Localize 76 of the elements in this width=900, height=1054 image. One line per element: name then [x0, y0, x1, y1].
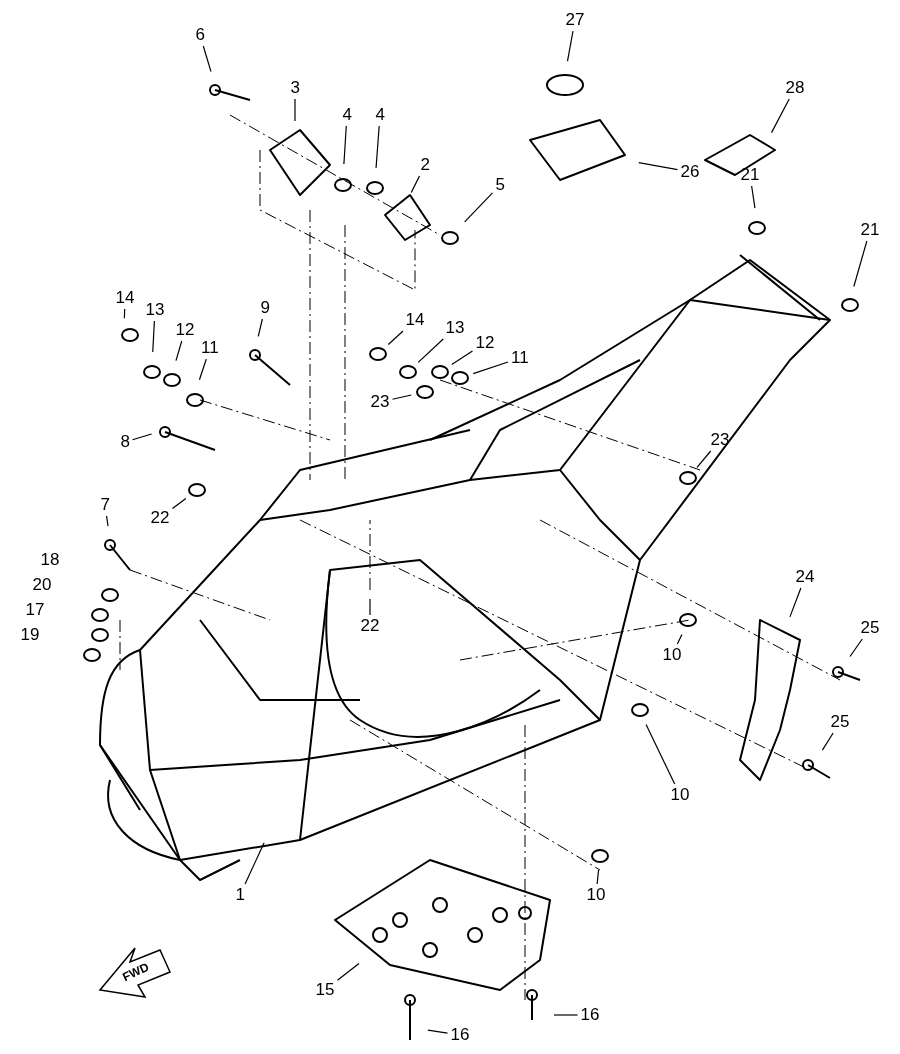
leader-line: [596, 869, 600, 885]
leader-line: [472, 361, 509, 375]
direction-label: FWD: [119, 958, 152, 987]
callout-number: 18: [38, 550, 62, 570]
leader-line: [244, 842, 265, 885]
leader-line: [375, 125, 380, 169]
leader-line: [553, 1014, 579, 1016]
callout-number: 22: [358, 616, 382, 636]
callout-number: 16: [448, 1025, 472, 1045]
leader-line: [294, 98, 296, 122]
callout-number: 4: [340, 105, 354, 125]
callout-number: 21: [858, 220, 882, 240]
callout-number: 12: [473, 333, 497, 353]
callout-number: 3: [288, 78, 302, 98]
callout-number: 19: [18, 625, 42, 645]
callout-number: 15: [313, 980, 337, 1000]
callout-number: 10: [584, 885, 608, 905]
callout-number: 28: [783, 78, 807, 98]
callout-number: 9: [258, 298, 272, 318]
leader-line: [696, 450, 712, 468]
callout-number: 10: [660, 645, 684, 665]
leader-line: [789, 587, 802, 618]
leader-line: [770, 98, 790, 134]
leader-line: [566, 30, 574, 62]
leader-line: [131, 433, 153, 441]
leader-line: [451, 350, 474, 366]
leader-line: [645, 724, 676, 785]
callout-number: 7: [98, 495, 112, 515]
callout-number: 24: [793, 567, 817, 587]
callout-number: 13: [143, 300, 167, 320]
leader-line: [849, 638, 863, 658]
leader-line: [417, 338, 444, 364]
callout-number: 12: [173, 320, 197, 340]
leader-line: [343, 125, 347, 165]
callout-number: 2: [418, 155, 432, 175]
callout-number: 1: [233, 885, 247, 905]
callout-number: 22: [148, 508, 172, 528]
leader-line: [410, 175, 421, 194]
leader-line: [105, 515, 109, 527]
leader-line: [821, 732, 834, 751]
callout-number: 25: [828, 712, 852, 732]
leader-line: [257, 318, 263, 337]
callout-number: 23: [368, 392, 392, 412]
leader-line: [175, 340, 183, 362]
callout-number: 14: [403, 310, 427, 330]
leader-line: [369, 598, 371, 616]
leader-line: [676, 634, 683, 645]
leader-line: [853, 240, 868, 288]
leader-line: [336, 963, 360, 981]
leader-line: [171, 497, 187, 510]
leader-line: [751, 185, 756, 209]
callout-number: 26: [678, 162, 702, 182]
callout-number: 11: [509, 348, 531, 368]
callout-number: 20: [30, 575, 54, 595]
leader-line: [202, 45, 212, 73]
leader-line: [123, 308, 126, 319]
callout-number: 6: [193, 25, 207, 45]
callout-number: 27: [563, 10, 587, 30]
leader-line: [391, 394, 412, 400]
leader-line: [464, 192, 494, 223]
callout-number: 11: [199, 338, 221, 358]
callout-number: 21: [738, 165, 762, 185]
callout-number: 13: [443, 318, 467, 338]
callout-number: 4: [373, 105, 387, 125]
leader-line: [427, 1029, 449, 1034]
callout-number: 17: [23, 600, 47, 620]
leader-line: [638, 161, 679, 171]
callout-number: 8: [118, 432, 132, 452]
callout-number: 10: [668, 785, 692, 805]
callout-number: 25: [858, 618, 882, 638]
callout-number: 14: [113, 288, 137, 308]
leader-line: [387, 330, 404, 346]
leader-line: [152, 320, 155, 353]
callout-number: 5: [493, 175, 507, 195]
leader-line: [198, 358, 207, 381]
callout-number: 16: [578, 1005, 602, 1025]
